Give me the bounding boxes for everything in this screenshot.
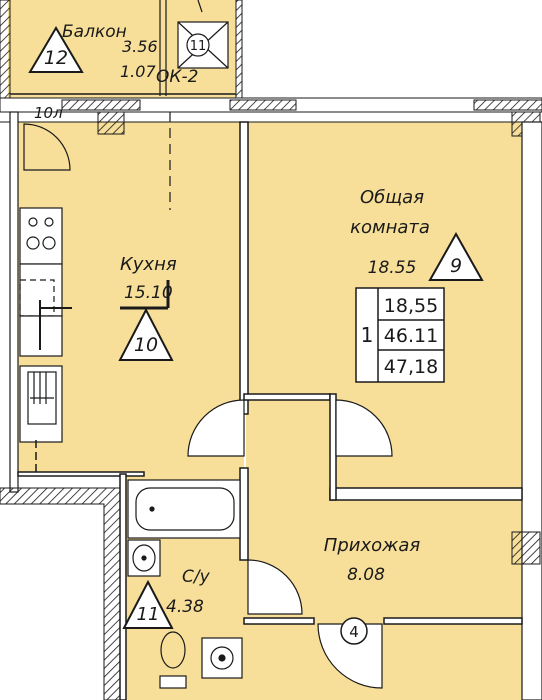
- lower-left-wall: [0, 473, 126, 700]
- sink-icon: [27, 371, 57, 425]
- bathroom-area: 4.38: [166, 597, 204, 617]
- balcony-area: 3.56: [122, 37, 158, 56]
- interior-walls: [17, 121, 523, 700]
- living-name-1: Общая: [360, 187, 424, 208]
- total-with-balcony-value: 47,18: [384, 356, 438, 378]
- bathroom-fixtures: [127, 479, 243, 689]
- vent-duct: 11: [177, 0, 229, 69]
- right-wall: [511, 121, 542, 700]
- top-wall: [0, 97, 542, 137]
- living-tag-triangle: [428, 231, 484, 281]
- kitchen-counter: [19, 207, 63, 443]
- left-wall: [9, 111, 19, 493]
- bathtub-icon: [127, 479, 241, 539]
- balcony-door: [159, 0, 171, 210]
- bathroom-name: С/у: [182, 567, 211, 587]
- balcony-tag: 12: [44, 47, 68, 69]
- labels: Балкон 3.56 1.07 ОК-2 10л Кухня 15.10 Об…: [34, 22, 430, 617]
- bathroom-tag: 11: [137, 604, 160, 625]
- stove-icon: [26, 217, 56, 250]
- living-area-value: 18,55: [384, 295, 438, 317]
- kitchen-name: Кухня: [120, 254, 177, 275]
- hall-tag-circle: [340, 617, 368, 645]
- rooms-count: 1: [361, 323, 374, 347]
- living-tag: 9: [450, 255, 462, 277]
- kitchen-area: 15.10: [124, 283, 173, 303]
- apartment-table: 1 18,55 46.11 47,18: [355, 287, 445, 383]
- bathroom-tag-triangle: [122, 579, 174, 629]
- balcony-tag-triangle: [28, 26, 84, 73]
- living-area: 18.55: [368, 258, 417, 278]
- kitchen-tag: 10: [134, 334, 158, 356]
- room-tags: 12 10 9 11 4: [28, 26, 484, 645]
- vent-label: 10л: [34, 104, 63, 122]
- hall-name: Прихожая: [324, 535, 421, 556]
- total-area-value: 46.11: [384, 325, 438, 347]
- hall-area: 8.08: [347, 565, 385, 585]
- duct-label: ОК-2: [156, 67, 198, 87]
- duct-tag: 11: [190, 39, 207, 54]
- kitchen-tag-triangle: [118, 307, 174, 361]
- door-swings: [23, 123, 393, 689]
- balcony-coef: 1.07: [120, 62, 156, 81]
- balcony-name: Балкон: [62, 22, 127, 42]
- hall-tag: 4: [349, 623, 359, 641]
- shower-drain-icon: [201, 637, 243, 679]
- washbasin-icon: [127, 539, 161, 577]
- living-name-2: комната: [350, 217, 430, 238]
- kitchen-column: [35, 280, 170, 474]
- toilet-icon: [159, 631, 187, 689]
